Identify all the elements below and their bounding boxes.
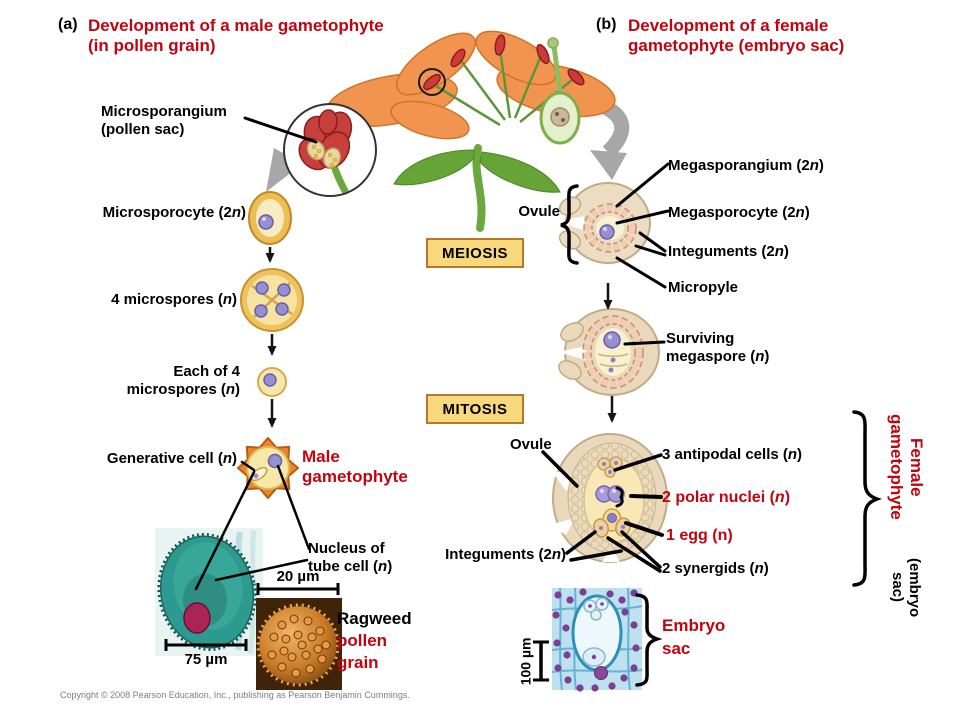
label-micropyle: Micropyle	[668, 279, 739, 296]
label-microsporangium: Microsporangium (pollen sac)	[101, 103, 227, 138]
label-ovule-top: Ovule	[518, 203, 560, 220]
ragweed-sem-micrograph	[256, 598, 342, 690]
four-microspores-cell	[240, 268, 304, 332]
panel-b-title: Development of a female gametophyte (emb…	[628, 16, 845, 56]
male-gametophyte-cell	[236, 436, 300, 500]
label-microsporocyte: Microsporocyte (2n)	[102, 204, 246, 221]
label-polar-nuclei: 2 polar nuclei (n)	[662, 489, 791, 506]
embryo-sac-brace	[635, 593, 663, 687]
anther-magnifier	[283, 103, 377, 197]
ovule-top-brace	[560, 184, 579, 265]
flow-arrows	[265, 247, 617, 428]
scale-bar-20um-label: 20 µm	[276, 568, 320, 585]
label-male-gametophyte: Male gametophyte	[302, 447, 408, 487]
flower-illustration	[326, 30, 616, 232]
female-gametophyte-brace	[852, 410, 882, 587]
meiosis-box: MEIOSIS	[426, 238, 524, 268]
ovule-stage-2	[558, 308, 660, 396]
scale-bar-75um-label: 75 µm	[184, 651, 228, 668]
pollen-tube-micrograph	[155, 528, 263, 656]
label-antipodal-cells: 3 antipodal cells (n)	[662, 446, 803, 463]
label-lines	[194, 116, 670, 591]
label-integuments-bottom: Integuments (2n)	[445, 546, 566, 563]
panel-b-tag: (b)	[596, 16, 617, 33]
label-surviving-megaspore: Surviving megaspore (n)	[666, 330, 770, 365]
scale-bars	[164, 583, 549, 682]
label-megasporangium: Megasporangium (2n)	[668, 157, 824, 174]
label-generative-cell: Generative cell (n)	[106, 450, 237, 467]
mitosis-box: MITOSIS	[426, 394, 524, 424]
label-ragweed-pollen-grain: Ragweed pollen grain	[337, 609, 412, 672]
label-nucleus-tube-cell: Nucleus of tube cell (n)	[308, 540, 393, 575]
braces	[560, 184, 882, 687]
label-each-of-four: Each of 4 microspores (n)	[126, 363, 240, 398]
single-microspore-cell	[257, 367, 287, 397]
polar-nuclei-bracket	[615, 486, 624, 508]
embryo-sac-micrograph	[551, 587, 643, 692]
copyright-text: Copyright © 2008 Pearson Education, Inc.…	[60, 690, 410, 700]
circled-anther-ring	[418, 68, 446, 96]
label-integuments-top: Integuments (2n)	[668, 243, 789, 260]
scale-bar-100um-label: 100 µm	[517, 637, 534, 686]
label-egg: 1 egg (n)	[666, 527, 733, 544]
label-embryo-sac: Embryo sac	[662, 616, 726, 658]
microsporocyte-cell	[248, 191, 292, 245]
panel-a-title: Development of a male gametophyte (in po…	[88, 16, 384, 56]
label-female-gametophyte-vertical: Female gametophyte (embryo sac)	[887, 414, 926, 617]
panel-a-tag: (a)	[58, 16, 78, 33]
label-four-microspores: 4 microspores (n)	[111, 291, 237, 308]
label-synergids: 2 synergids (n)	[662, 560, 769, 577]
label-ovule-bottom: Ovule	[510, 436, 552, 453]
label-megasporocyte: Megasporocyte (2n)	[668, 204, 810, 221]
